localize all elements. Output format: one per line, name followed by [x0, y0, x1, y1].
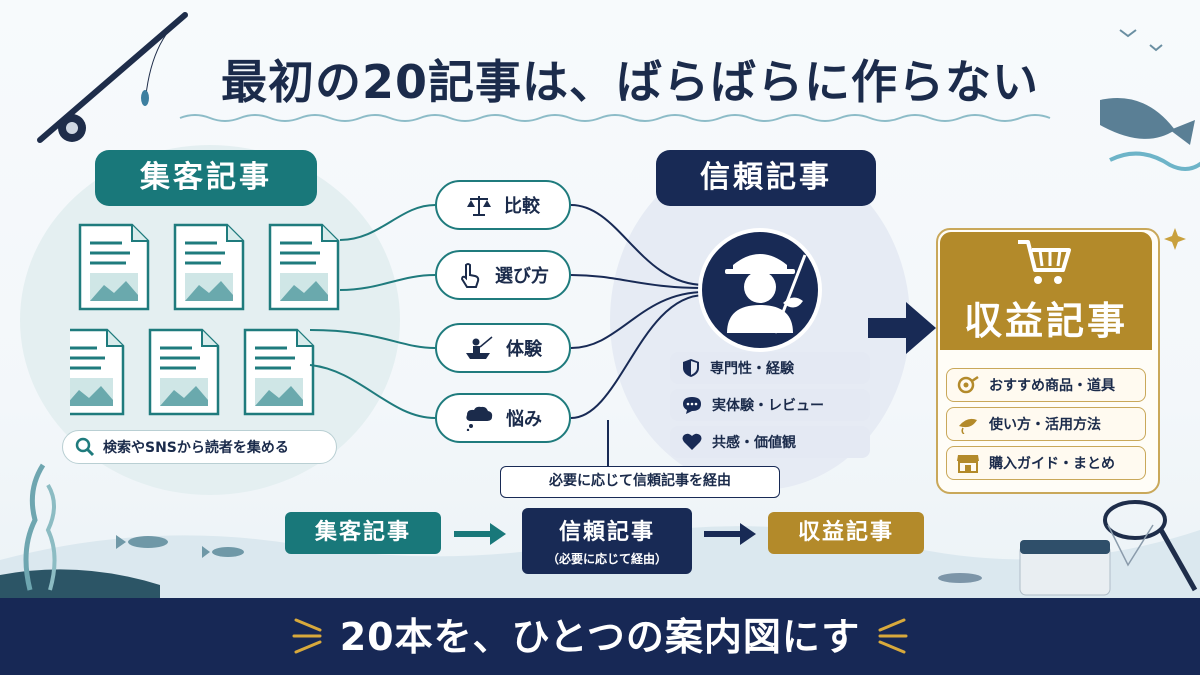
shopping-cart-icon: [1018, 240, 1071, 284]
search-icon: [75, 437, 95, 457]
node-label: 体験: [506, 339, 542, 360]
flow-step-revenue: 収益記事: [768, 512, 924, 554]
node-label: 選び方: [495, 266, 549, 287]
seaweed: [45, 483, 57, 591]
arrow-right-icon: [868, 302, 936, 354]
flow-arrow-icon: [454, 523, 506, 545]
chat-bubble-icon: [683, 397, 701, 414]
connector: [309, 329, 436, 349]
angler-avatar-icon: [698, 228, 822, 352]
via-trust-note: 必要に応じて信頼記事を経由: [500, 466, 780, 498]
spark-lines-icon: [878, 618, 908, 654]
wave-line: [179, 114, 1051, 122]
node-label: 悩み: [506, 409, 542, 430]
jumping-fish-icon: [1100, 98, 1200, 171]
lure-icon: [959, 418, 977, 434]
cooler-box-icon: [1019, 540, 1111, 596]
fishing-rod-icon: [37, 12, 188, 143]
bird-icon: [1119, 29, 1163, 52]
flow-step-acquisition: 集客記事: [285, 512, 441, 554]
revenue-item-guide: 購入ガイド・まとめ: [946, 446, 1146, 480]
lure-icon: [938, 573, 982, 583]
node-label: 比較: [504, 196, 540, 217]
flow-step-trust: 信頼記事 （必要に応じて経由）: [522, 508, 692, 574]
reel-icon: [957, 375, 979, 394]
acquisition-heading: 集客記事: [95, 150, 317, 206]
scale-icon: [467, 196, 491, 216]
pointer-hand-icon: [460, 263, 480, 288]
store-icon: [957, 455, 979, 473]
fishing-boat-icon: [466, 336, 493, 359]
revenue-item-products: おすすめ商品・道具: [946, 368, 1146, 402]
flow-arrow-icon: [704, 523, 756, 545]
node-worries: 悩み: [435, 393, 571, 443]
revenue-item-label: 使い方・活用方法: [989, 417, 1101, 433]
rock: [0, 569, 160, 600]
connector: [339, 204, 436, 241]
search-chip-label: 検索やSNSから読者を集める: [103, 440, 289, 456]
shield-icon: [683, 359, 699, 377]
seaweed: [23, 463, 46, 591]
revenue-heading: 収益記事: [963, 299, 1128, 343]
trust-tag-label: 専門性・経験: [710, 361, 794, 377]
trust-tag-label: 共感・価値観: [712, 435, 796, 451]
thought-cloud-icon: [466, 406, 493, 431]
connector: [570, 291, 706, 349]
page-title: 最初の20記事は、ばらばらに作らない: [220, 55, 1039, 109]
trust-tag-empathy: 共感・価値観: [670, 426, 870, 458]
connector: [570, 204, 706, 286]
footer-band: [0, 598, 1200, 675]
footer-message: 20本を、ひとつの案内図にする: [339, 615, 861, 659]
fishing-net-icon: [1103, 500, 1198, 592]
connector: [570, 274, 706, 289]
connector: [339, 274, 436, 291]
flow-step-trust-label: 信頼記事: [558, 520, 655, 545]
sparkle-icon: [1164, 228, 1186, 250]
connector: [570, 294, 706, 419]
flow-step-trust-sub: （必要に応じて経由）: [546, 552, 667, 566]
node-compare: 比較: [435, 180, 571, 230]
fish-icon: [116, 535, 244, 558]
node-experience: 体験: [435, 323, 571, 373]
search-chip: 検索やSNSから読者を集める: [62, 430, 337, 464]
trust-tag-review: 実体験・レビュー: [670, 389, 870, 421]
revenue-item-usage: 使い方・活用方法: [946, 407, 1146, 441]
connector: [309, 364, 436, 419]
revenue-item-label: 購入ガイド・まとめ: [989, 456, 1115, 472]
spark-lines-icon: [292, 618, 322, 654]
node-how-to-choose: 選び方: [435, 250, 571, 300]
trust-tag-label: 実体験・レビュー: [712, 398, 824, 414]
heart-icon: [682, 433, 702, 450]
trust-tag-expertise: 専門性・経験: [670, 352, 870, 384]
revenue-item-label: おすすめ商品・道具: [989, 378, 1115, 394]
trust-heading: 信頼記事: [656, 150, 876, 206]
